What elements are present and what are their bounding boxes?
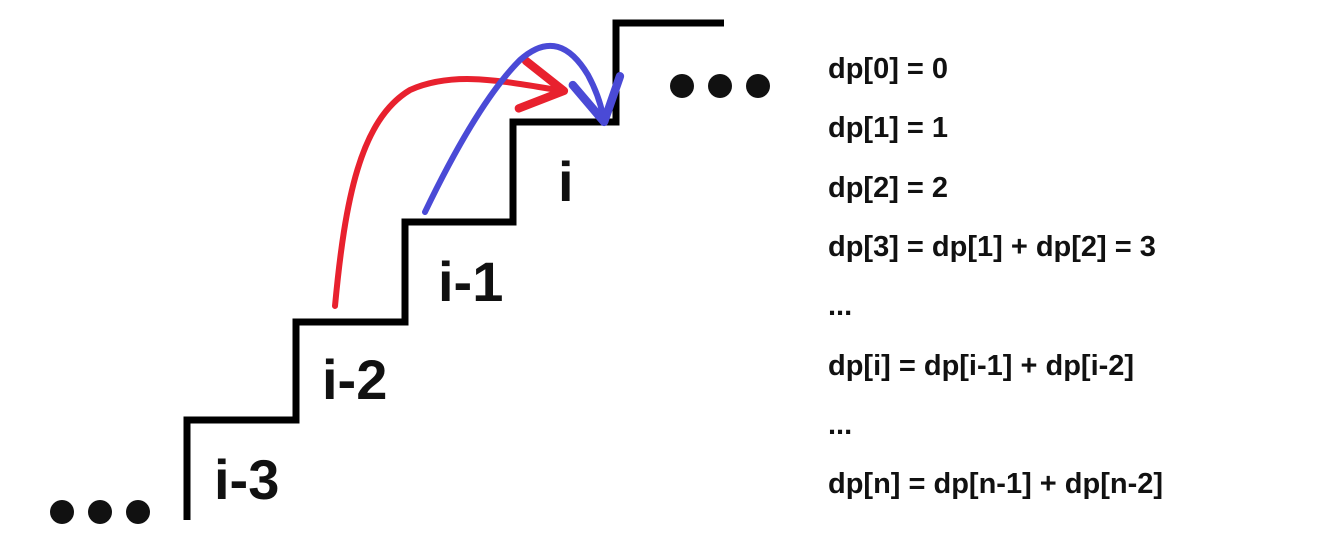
dp-recurrence-list: dp[0] = 0 dp[1] = 1 dp[2] = 2 dp[3] = dp… (828, 40, 1163, 514)
jump-arrow-from-i-minus-1 (422, 42, 625, 215)
formula-line: dp[2] = 2 (828, 171, 949, 204)
dot-icon (670, 74, 694, 98)
step-label-i-minus-1: i-1 (438, 250, 504, 313)
step-label-i-minus-3: i-3 (214, 448, 280, 511)
dot-icon (708, 74, 732, 98)
formula-line: dp[1] = 1 (828, 112, 949, 145)
formula-line: dp[n] = dp[n-1] + dp[n-2] (828, 468, 1164, 501)
ellipsis-dots-left (50, 500, 150, 524)
formula-line: ... (828, 408, 853, 441)
ellipsis-dots-right (670, 74, 770, 98)
formula-line: dp[0] = 0 (828, 53, 949, 86)
dot-icon (126, 500, 150, 524)
formula-line: dp[i] = dp[i-1] + dp[i-2] (828, 349, 1135, 382)
formula-line: dp[3] = dp[1] + dp[2] = 3 (828, 231, 1156, 264)
step-label-i: i (558, 150, 574, 213)
step-label-i-minus-2: i-2 (322, 348, 388, 411)
dot-icon (88, 500, 112, 524)
dot-icon (50, 500, 74, 524)
dot-icon (746, 74, 770, 98)
formula-line: ... (828, 290, 853, 323)
